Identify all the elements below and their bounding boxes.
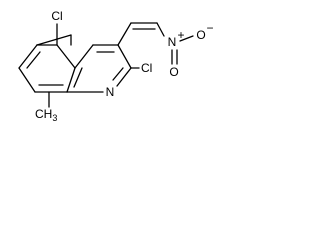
double-bond-c6-c7-inner — [26, 51, 41, 69]
atom-nitro-o-bottom: O — [169, 65, 178, 79]
double-bond-c2-n1-inner — [112, 67, 124, 81]
atom-cl-right: Cl — [141, 61, 152, 75]
bond-c6-c7 — [18, 44, 38, 69]
benzo-ring-geometry — [36, 44, 76, 69]
bond-c4a-c5-main — [56, 44, 76, 69]
atom-nitro-minus: − — [206, 21, 213, 35]
bond-c8a-c4a — [66, 67, 76, 93]
bond-c5-c6 — [36, 34, 72, 46]
bond-c7-c8 — [18, 67, 36, 93]
pyridine-ring — [66, 44, 132, 93]
bond-c4a-c4 — [74, 44, 94, 69]
bond-c3-c2 — [117, 44, 132, 69]
atom-n-ring: N — [106, 85, 115, 99]
atom-ch3-main: CH — [35, 107, 52, 121]
atom-nitro-n: N — [168, 35, 177, 49]
bond-c3-vinyl — [117, 22, 132, 46]
substituent-bonds — [48, 22, 194, 108]
double-bond-c4a-c8a-inner — [73, 67, 83, 88]
atom-labels: Cl N Cl CH3 N + O − O — [35, 9, 214, 123]
bond-c2-n1 — [116, 67, 132, 87]
atom-nitro-plus: + — [177, 28, 184, 42]
bond-vinyl-nitro — [156, 22, 165, 37]
atom-ch3-subscript: 3 — [52, 113, 57, 123]
chemical-structure: Cl N Cl CH3 N + O − O — [18, 9, 214, 123]
atom-cl-top: Cl — [51, 9, 62, 23]
atom-ch3: CH3 — [35, 107, 57, 123]
bond-nitro-o-minus — [179, 35, 194, 42]
atom-nitro-o-minus: O — [196, 28, 205, 42]
benzo-ring — [18, 34, 76, 93]
